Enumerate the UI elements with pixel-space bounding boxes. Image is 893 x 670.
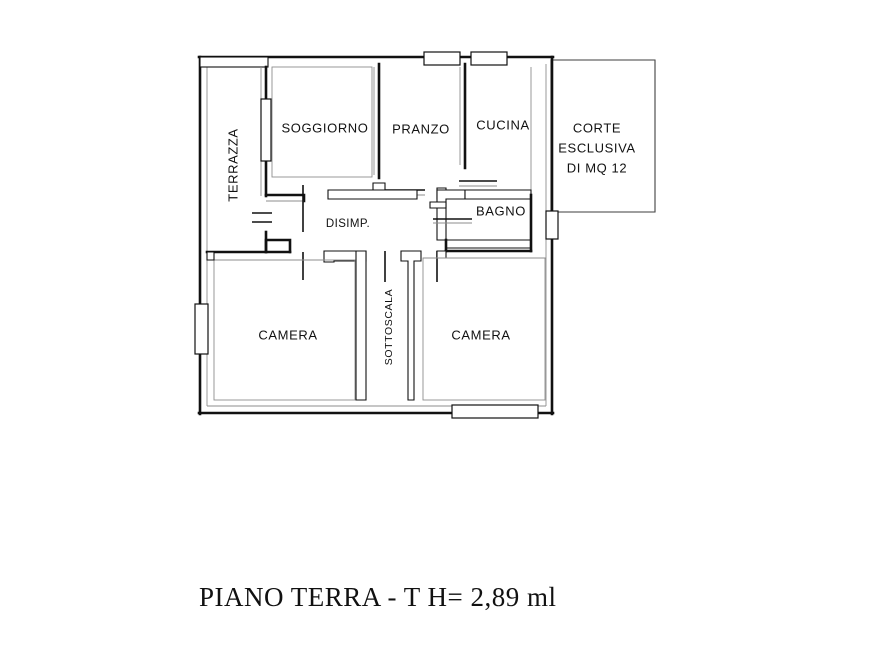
upper-partitions	[271, 62, 532, 196]
courtyard-label-line1: CORTE	[573, 120, 621, 135]
courtyard-label: CORTE ESCLUSIVA DI MQ 12	[558, 120, 635, 175]
room-label-camera-sinistra: CAMERA	[258, 327, 317, 342]
camera-dx-top-wall	[423, 250, 546, 259]
room-label-cucina: CUCINA	[476, 117, 529, 132]
courtyard-label-line2: ESCLUSIVA	[558, 140, 635, 155]
courtyard-label-line3: DI MQ 12	[567, 160, 627, 175]
bottom-window	[451, 404, 539, 419]
terrazza-walls	[199, 56, 306, 254]
courtyard-door	[545, 210, 559, 240]
left-window	[194, 303, 209, 355]
room-label-bagno: BAGNO	[476, 203, 526, 218]
central-partitions	[302, 182, 438, 401]
top-windows	[423, 51, 508, 66]
room-label-pranzo: PRANZO	[392, 121, 450, 136]
room-label-camera-destra: CAMERA	[451, 327, 510, 342]
room-label-soggiorno: SOGGIORNO	[281, 120, 368, 135]
plan-caption: PIANO TERRA - T H= 2,89 ml	[199, 582, 557, 612]
room-label-terrazza: TERRAZZA	[225, 128, 240, 201]
room-labels: TERRAZZA SOGGIORNO PRANZO CUCINA DISIMP.…	[225, 117, 529, 365]
bagno-walls	[429, 187, 533, 253]
room-label-sottoscala: SOTTOSCALA	[383, 289, 395, 365]
camera-sx-top-wall	[206, 251, 215, 261]
room-label-disimpegno: DISIMP.	[326, 218, 370, 230]
